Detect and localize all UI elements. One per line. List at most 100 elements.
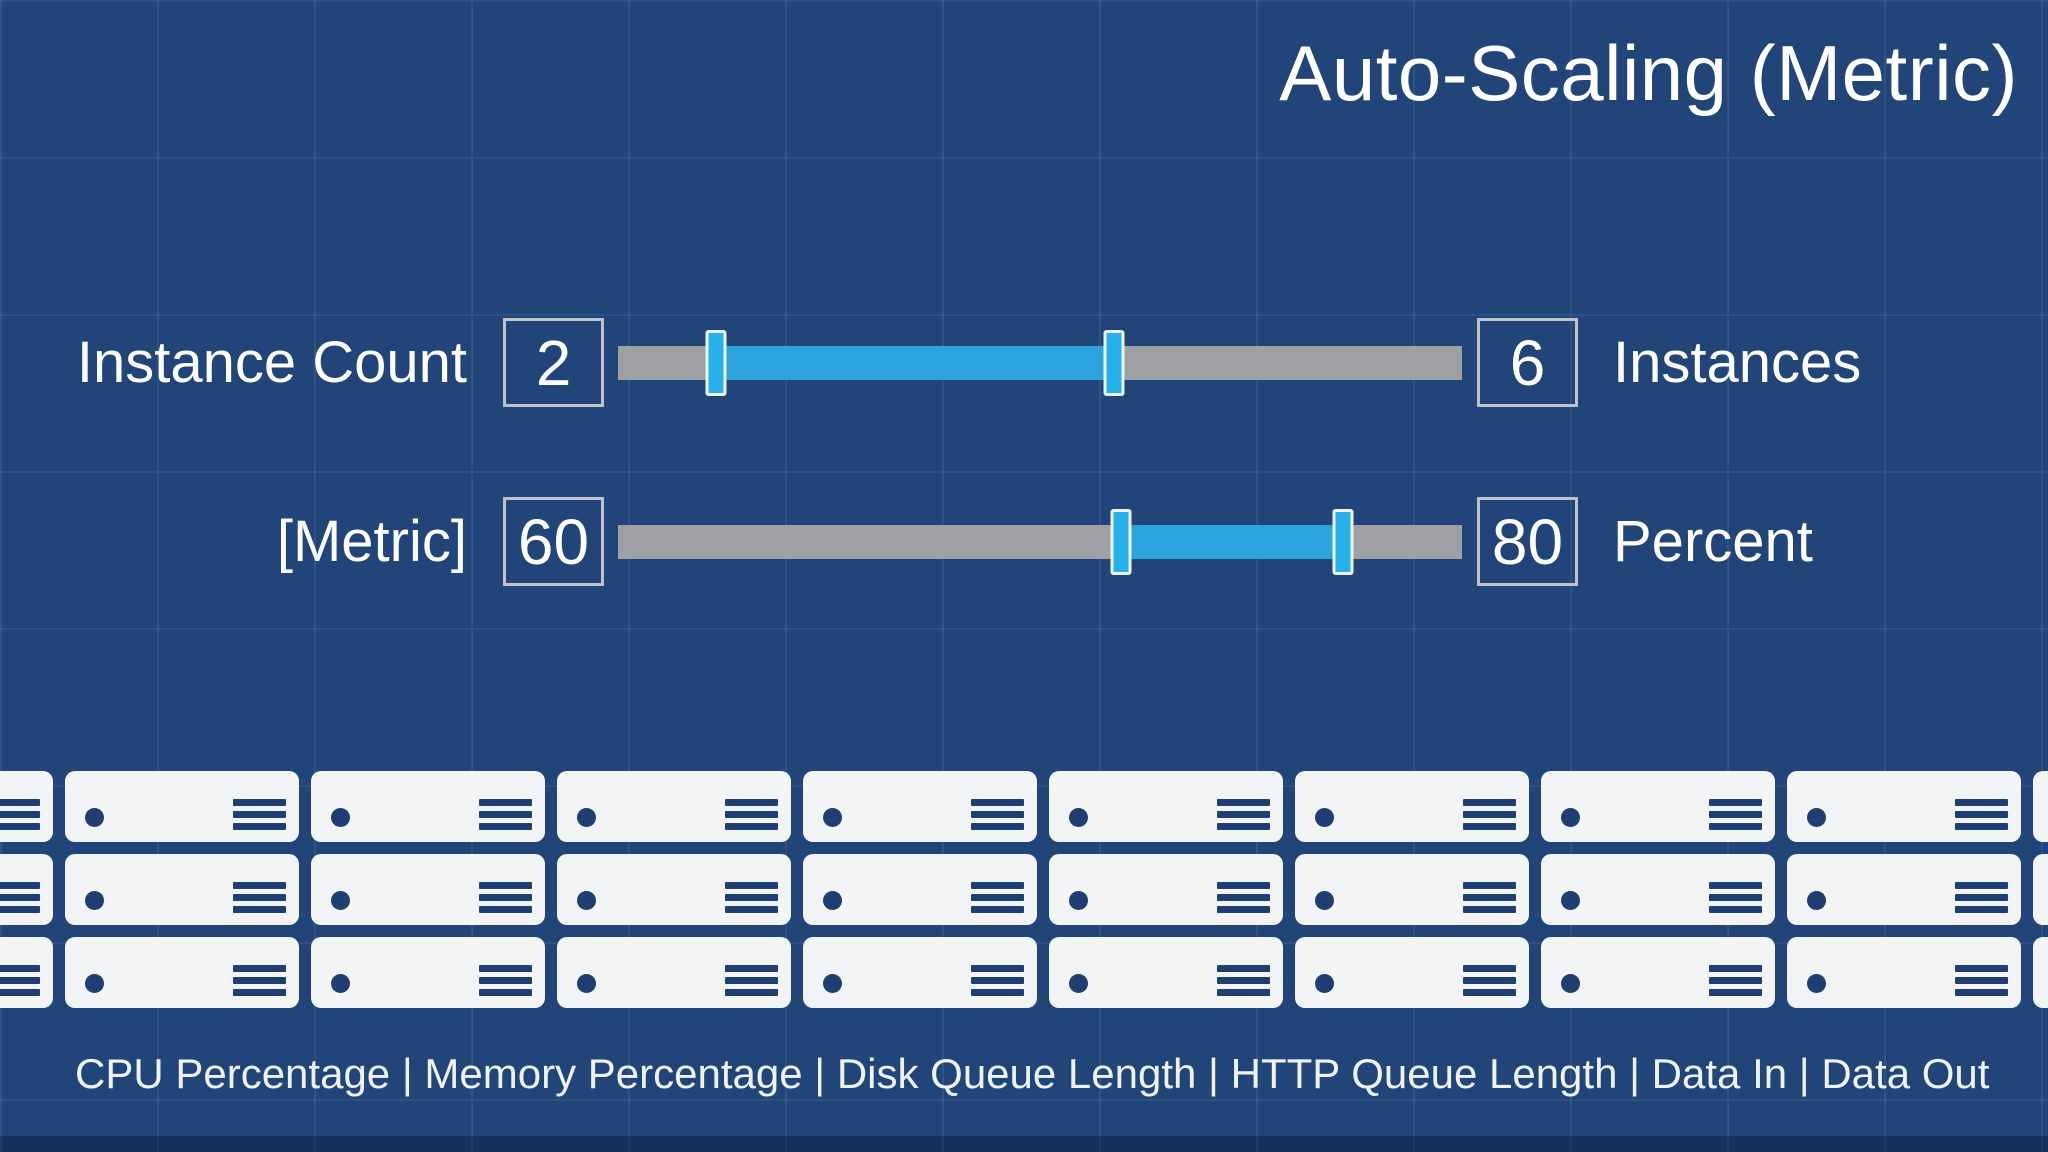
- server-vents-icon: [1709, 799, 1762, 830]
- server-led-icon: [1069, 974, 1088, 993]
- server-icon: [311, 771, 545, 842]
- metric-options-list: CPU Percentage | Memory Percentage | Dis…: [75, 1050, 1990, 1097]
- server-vents-icon: [971, 799, 1024, 830]
- server-row: [0, 854, 2048, 925]
- server-led-icon: [1807, 974, 1826, 993]
- server-vents-icon: [1955, 799, 2008, 830]
- instance-count-range-fill: [715, 346, 1115, 380]
- bottom-shade: [0, 1136, 2048, 1152]
- server-icon: [1787, 854, 2021, 925]
- server-icon: [1541, 771, 1775, 842]
- metric-slider-track[interactable]: [618, 509, 1462, 575]
- server-icon: [1787, 937, 2021, 1008]
- server-led-icon: [1315, 891, 1334, 910]
- server-grid: [0, 771, 2048, 1020]
- server-icon: [1295, 937, 1529, 1008]
- server-led-icon: [823, 891, 842, 910]
- server-led-icon: [1807, 891, 1826, 910]
- server-vents-icon: [1463, 965, 1516, 996]
- server-icon: [1541, 937, 1775, 1008]
- server-icon: [0, 771, 53, 842]
- page-title: Auto-Scaling (Metric): [1279, 29, 2018, 117]
- server-icon: [0, 854, 53, 925]
- server-icon: [1049, 771, 1283, 842]
- metric-handle-high[interactable]: [1332, 509, 1354, 575]
- server-vents-icon: [971, 882, 1024, 913]
- instance-count-unit-label: Instances: [1613, 330, 1862, 395]
- server-vents-icon: [725, 882, 778, 913]
- server-vents-icon: [233, 882, 286, 913]
- server-icon: [557, 854, 791, 925]
- server-icon: [311, 854, 545, 925]
- server-led-icon: [823, 808, 842, 827]
- server-led-icon: [1561, 891, 1580, 910]
- server-vents-icon: [1955, 965, 2008, 996]
- instance-count-label: Instance Count: [76, 330, 467, 395]
- server-led-icon: [331, 808, 350, 827]
- server-vents-icon: [725, 965, 778, 996]
- instance-count-slider-track[interactable]: [618, 330, 1462, 396]
- server-icon: [1541, 854, 1775, 925]
- server-row: [0, 771, 2048, 842]
- server-vents-icon: [1709, 965, 1762, 996]
- server-led-icon: [85, 974, 104, 993]
- metric-row: [Metric] 60 80 Percent: [0, 497, 2048, 587]
- server-led-icon: [1561, 974, 1580, 993]
- server-led-icon: [331, 974, 350, 993]
- server-vents-icon: [971, 965, 1024, 996]
- server-icon: [1295, 771, 1529, 842]
- metric-max-value-box[interactable]: 80: [1477, 497, 1578, 586]
- server-icon: [1049, 854, 1283, 925]
- instance-count-handle-low[interactable]: [705, 330, 727, 396]
- instance-count-max-value-box[interactable]: 6: [1477, 318, 1578, 407]
- server-icon: [1049, 937, 1283, 1008]
- server-icon: [311, 937, 545, 1008]
- server-led-icon: [85, 891, 104, 910]
- server-icon: [803, 771, 1037, 842]
- metric-range-fill: [1121, 525, 1343, 559]
- server-led-icon: [331, 891, 350, 910]
- server-icon: [0, 937, 53, 1008]
- server-vents-icon: [0, 965, 40, 996]
- server-vents-icon: [1217, 799, 1270, 830]
- server-icon: [65, 854, 299, 925]
- server-vents-icon: [0, 799, 40, 830]
- server-vents-icon: [479, 965, 532, 996]
- server-led-icon: [1561, 808, 1580, 827]
- server-icon: [1295, 854, 1529, 925]
- server-row: [0, 937, 2048, 1008]
- server-icon: [2033, 771, 2048, 842]
- server-icon: [557, 937, 791, 1008]
- metric-unit-label: Percent: [1613, 509, 1813, 574]
- server-icon: [557, 771, 791, 842]
- server-led-icon: [1069, 891, 1088, 910]
- server-vents-icon: [233, 799, 286, 830]
- server-icon: [1787, 771, 2021, 842]
- server-vents-icon: [1709, 882, 1762, 913]
- server-vents-icon: [479, 882, 532, 913]
- metric-label: [Metric]: [276, 509, 467, 574]
- server-led-icon: [1069, 808, 1088, 827]
- server-led-icon: [577, 808, 596, 827]
- instance-count-min-value-box[interactable]: 2: [503, 318, 604, 407]
- instance-count-row: Instance Count 2 6 Instances: [0, 318, 2048, 408]
- metric-handle-low[interactable]: [1110, 509, 1132, 575]
- server-icon: [2033, 854, 2048, 925]
- instance-count-handle-high[interactable]: [1103, 330, 1125, 396]
- server-vents-icon: [725, 799, 778, 830]
- server-vents-icon: [1463, 799, 1516, 830]
- server-led-icon: [823, 974, 842, 993]
- server-icon: [65, 937, 299, 1008]
- server-led-icon: [577, 974, 596, 993]
- server-icon: [2033, 937, 2048, 1008]
- server-vents-icon: [233, 965, 286, 996]
- server-icon: [803, 854, 1037, 925]
- server-icon: [803, 937, 1037, 1008]
- server-led-icon: [1315, 974, 1334, 993]
- server-led-icon: [1315, 808, 1334, 827]
- metric-min-value-box[interactable]: 60: [503, 497, 604, 586]
- server-vents-icon: [1955, 882, 2008, 913]
- server-vents-icon: [1217, 882, 1270, 913]
- server-led-icon: [85, 808, 104, 827]
